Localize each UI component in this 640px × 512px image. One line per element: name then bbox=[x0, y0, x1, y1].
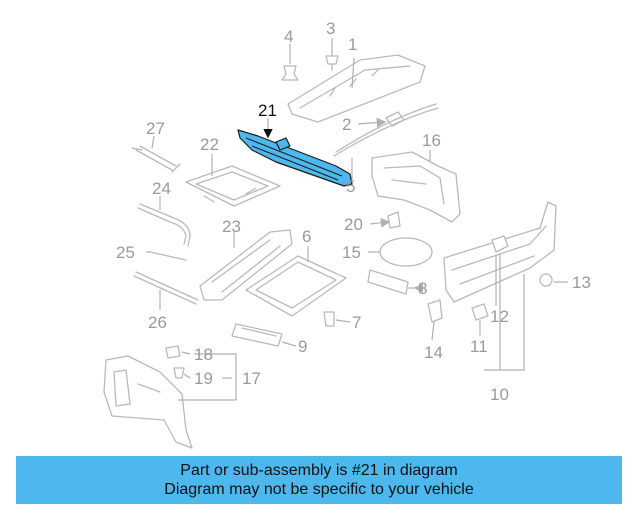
part-18-clip bbox=[165, 345, 181, 359]
callout-22: 22 bbox=[200, 135, 219, 154]
info-banner: Part or sub-assembly is #21 in diagram D… bbox=[16, 456, 622, 504]
part-26-rod bbox=[133, 271, 199, 305]
callout-11: 11 bbox=[470, 337, 488, 356]
part-rear-panel bbox=[443, 201, 557, 303]
callout-12: 12 bbox=[490, 307, 509, 326]
part-23-jack bbox=[199, 229, 293, 301]
part-19-clip bbox=[173, 367, 185, 379]
part-1-parcel-shelf bbox=[287, 54, 426, 123]
part-13-grommet bbox=[539, 273, 553, 287]
callout-13: 13 bbox=[572, 273, 591, 292]
callout-20: 20 bbox=[344, 215, 363, 234]
part-25-pin bbox=[149, 251, 187, 261]
part-21-highlighted[interactable] bbox=[237, 129, 353, 187]
part-11-clip bbox=[471, 303, 489, 321]
part-24-lug-wrench bbox=[137, 203, 191, 247]
callout-4: 4 bbox=[284, 27, 293, 46]
part-20-clip bbox=[387, 211, 401, 229]
callout-2: 2 bbox=[342, 115, 351, 134]
callout-24: 24 bbox=[152, 179, 171, 198]
part-6-floor-mat bbox=[245, 255, 347, 317]
callout-27: 27 bbox=[146, 119, 165, 138]
callout-18: 18 bbox=[194, 345, 213, 364]
callout-19: 19 bbox=[194, 369, 213, 388]
part-8-lamp bbox=[367, 269, 409, 295]
part-14-clip bbox=[427, 299, 443, 323]
callout-25: 25 bbox=[116, 243, 135, 262]
callout-23: 23 bbox=[222, 217, 241, 236]
callout-21: 21 bbox=[258, 101, 277, 120]
callout-10: 10 bbox=[490, 385, 509, 404]
part-7-hook bbox=[323, 311, 335, 327]
part-17-side-trim bbox=[103, 355, 193, 449]
callout-14: 14 bbox=[424, 343, 443, 362]
callout-labels: 1 2 3 4 5 6 7 8 9 10 11 12 13 14 15 16 1… bbox=[116, 19, 591, 404]
part-3-clip bbox=[325, 55, 339, 71]
callout-3: 3 bbox=[326, 19, 335, 38]
part-12-bracket bbox=[491, 235, 509, 253]
part-15-plug bbox=[379, 237, 433, 267]
banner-line-2: Diagram may not be specific to your vehi… bbox=[164, 481, 474, 498]
leader-lines bbox=[146, 38, 568, 401]
part-5-strip bbox=[333, 103, 439, 157]
callout-5: 5 bbox=[346, 177, 355, 196]
callout-15: 15 bbox=[342, 243, 361, 262]
part-22-tray bbox=[185, 165, 281, 207]
callout-16: 16 bbox=[422, 131, 441, 150]
part-4-clip bbox=[281, 65, 299, 81]
part-9-lamp bbox=[231, 323, 283, 347]
callout-26: 26 bbox=[148, 313, 167, 332]
callout-1: 1 bbox=[348, 35, 357, 54]
callout-9: 9 bbox=[298, 337, 307, 356]
part-16-trim-panel bbox=[371, 151, 461, 223]
callout-7: 7 bbox=[352, 313, 361, 332]
callout-17: 17 bbox=[242, 369, 261, 388]
banner-line-1: Part or sub-assembly is #21 in diagram bbox=[180, 462, 458, 479]
callout-8: 8 bbox=[418, 279, 427, 298]
part-27-wrench bbox=[131, 145, 181, 173]
callout-6: 6 bbox=[302, 227, 311, 246]
